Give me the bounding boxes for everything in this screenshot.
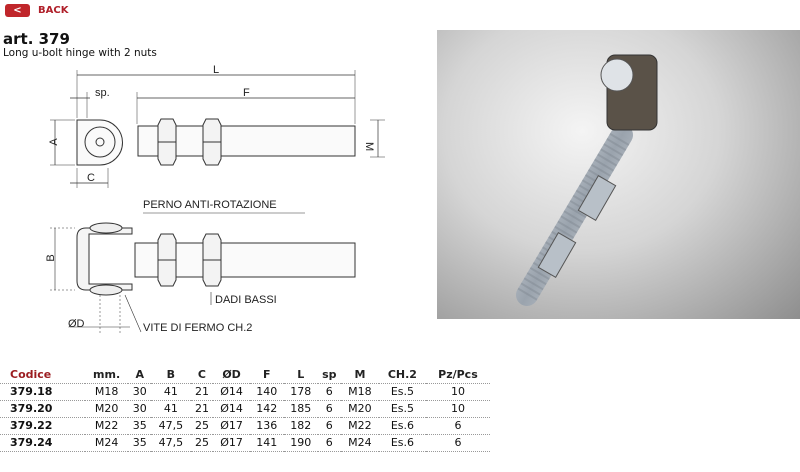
table-cell: M22 xyxy=(340,417,379,435)
table-cell: 379.22 xyxy=(0,417,85,435)
dim-D: ØD xyxy=(68,318,85,330)
table-cell: M18 xyxy=(84,383,129,401)
table-cell: 41 xyxy=(151,383,191,401)
table-cell: 6 xyxy=(317,383,341,401)
table-cell: 6 xyxy=(317,434,341,452)
table-cell: 47,5 xyxy=(151,434,191,452)
table-cell: Es.5 xyxy=(378,383,426,401)
table-cell: 21 xyxy=(190,400,214,418)
table-cell: 140 xyxy=(249,383,284,401)
table-cell: 136 xyxy=(249,417,284,435)
table-cell: Es.5 xyxy=(378,400,426,418)
table-cell: 190 xyxy=(283,434,318,452)
table-cell: 6 xyxy=(317,417,341,435)
dim-sp: sp. xyxy=(95,87,110,99)
col-ch2: CH.2 xyxy=(378,366,426,384)
col-mm: mm. xyxy=(84,366,129,384)
col-d: ØD xyxy=(213,366,250,384)
table-cell: 30 xyxy=(128,383,152,401)
table-cell: 182 xyxy=(283,417,318,435)
page-subtitle: Long u-bolt hinge with 2 nuts xyxy=(3,47,157,59)
product-photo xyxy=(437,30,800,319)
col-codice: Codice xyxy=(0,366,85,384)
table-cell: 6 xyxy=(317,400,341,418)
top-view xyxy=(50,70,385,188)
table-cell: Ø14 xyxy=(213,400,250,418)
table-cell: 178 xyxy=(283,383,318,401)
table-cell: M22 xyxy=(84,417,129,435)
table-cell: 25 xyxy=(190,434,214,452)
col-m: M xyxy=(340,366,379,384)
dim-B: B xyxy=(45,254,57,261)
back-label: BACK xyxy=(38,5,69,16)
table-cell: M24 xyxy=(340,434,379,452)
dim-M: M xyxy=(363,142,375,151)
table-cell: M18 xyxy=(340,383,379,401)
col-pz: Pz/Pcs xyxy=(425,366,490,384)
label-nuts: DADI BASSI xyxy=(215,294,277,306)
table-cell: 379.18 xyxy=(0,383,85,401)
dim-A: A xyxy=(48,138,60,146)
table-cell: 25 xyxy=(190,417,214,435)
table-cell: 10 xyxy=(425,383,490,401)
technical-drawing: L F sp. A C M B ØD PERNO ANTI-ROTAZIONE … xyxy=(45,64,385,335)
table-cell: 41 xyxy=(151,400,191,418)
table-cell: 30 xyxy=(128,400,152,418)
table-cell: 21 xyxy=(190,383,214,401)
side-view xyxy=(50,212,356,335)
table-header-row: Codice mm. A B C ØD F L sp M CH.2 Pz/Pcs xyxy=(0,366,490,384)
table-cell: M20 xyxy=(340,400,379,418)
specs-table: Codice mm. A B C ØD F L sp M CH.2 Pz/Pcs… xyxy=(0,366,490,452)
col-a: A xyxy=(128,366,152,384)
table-cell: M24 xyxy=(84,434,129,452)
table-cell: 35 xyxy=(128,434,152,452)
col-f: F xyxy=(249,366,284,384)
col-sp: sp xyxy=(317,366,341,384)
u-bolt-hinge-image xyxy=(516,54,658,306)
col-c: C xyxy=(190,366,214,384)
dim-C: C xyxy=(87,172,95,184)
table-cell: Ø17 xyxy=(213,434,250,452)
col-l: L xyxy=(283,366,318,384)
dim-F: F xyxy=(243,87,250,99)
table-cell: 6 xyxy=(425,417,490,435)
back-arrow-icon: < xyxy=(5,4,30,17)
table-cell: 379.20 xyxy=(0,400,85,418)
label-pin: PERNO ANTI-ROTAZIONE xyxy=(143,199,277,211)
table-cell: Ø17 xyxy=(213,417,250,435)
table-cell: 35 xyxy=(128,417,152,435)
dim-L: L xyxy=(213,64,219,76)
table-cell: 141 xyxy=(249,434,284,452)
table-cell: 6 xyxy=(425,434,490,452)
table-cell: 379.24 xyxy=(0,434,85,452)
page-title: art. 379 xyxy=(3,30,70,48)
table-cell: Es.6 xyxy=(378,434,426,452)
table-cell: Ø14 xyxy=(213,383,250,401)
back-button[interactable]: < BACK xyxy=(5,4,68,17)
table-cell: M20 xyxy=(84,400,129,418)
table-cell: 47,5 xyxy=(151,417,191,435)
table-cell: 185 xyxy=(283,400,318,418)
table-cell: Es.6 xyxy=(378,417,426,435)
table-cell: 10 xyxy=(425,400,490,418)
label-screw: VITE DI FERMO CH.2 xyxy=(143,322,252,334)
table-cell: 142 xyxy=(249,400,284,418)
col-b: B xyxy=(151,366,191,384)
